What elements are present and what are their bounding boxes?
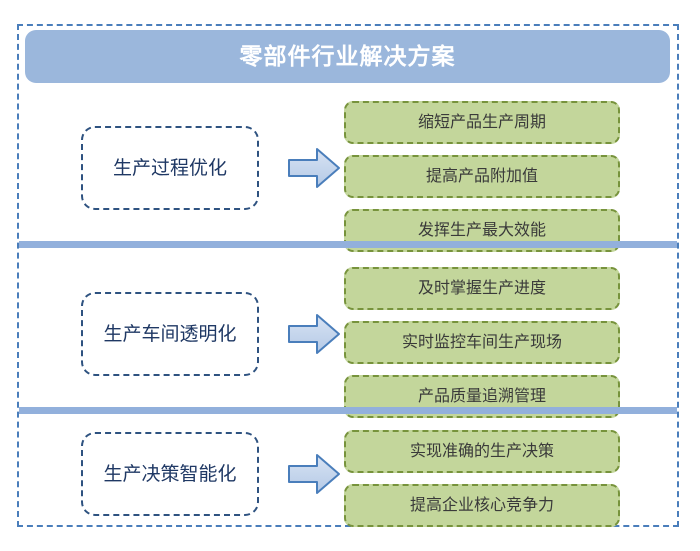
category-label-2: 生产车间透明化 [103, 323, 237, 345]
benefit-label: 提高企业核心竞争力 [409, 496, 554, 514]
category-label-1: 生产过程优化 [112, 157, 227, 179]
arrow-right-icon [287, 312, 341, 356]
benefit-chip[interactable]: 实时监控车间生产现场 [344, 321, 620, 364]
benefit-label: 实时监控车间生产现场 [401, 333, 562, 351]
benefit-list-1: 缩短产品生产周期 提高产品附加值 发挥生产最大效能 [344, 101, 620, 252]
category-box-2[interactable]: 生产车间透明化 [81, 292, 259, 376]
benefit-chip[interactable]: 及时掌握生产进度 [344, 267, 620, 310]
benefit-label: 提高产品附加值 [425, 167, 538, 185]
benefit-chip[interactable]: 提高企业核心竞争力 [344, 484, 620, 527]
benefit-list-2: 及时掌握生产进度 实时监控车间生产现场 产品质量追溯管理 [344, 267, 620, 418]
section-divider-1 [19, 241, 677, 248]
benefit-chip[interactable]: 提高产品附加值 [344, 155, 620, 198]
category-label-3: 生产决策智能化 [103, 463, 237, 485]
arrow-right-icon [287, 452, 341, 496]
category-box-1[interactable]: 生产过程优化 [81, 126, 259, 210]
title-banner: 零部件行业解决方案 [25, 30, 670, 83]
section-divider-2 [19, 407, 677, 414]
benefit-label: 发挥生产最大效能 [417, 221, 546, 239]
benefit-list-3: 实现准确的生产决策 提高企业核心竞争力 [344, 430, 620, 527]
benefit-label: 实现准确的生产决策 [409, 442, 554, 460]
category-box-3[interactable]: 生产决策智能化 [81, 432, 259, 516]
benefit-label: 缩短产品生产周期 [417, 113, 546, 131]
section-row-2: 生产车间透明化 及时掌握生产进度 实时监控车间生产现场 产品 [19, 254, 677, 418]
benefit-chip[interactable]: 缩短产品生产周期 [344, 101, 620, 144]
benefit-chip[interactable]: 实现准确的生产决策 [344, 430, 620, 473]
section-row-1: 生产过程优化 缩短产品生产周期 提高产品附加值 发挥生产最大 [19, 88, 677, 252]
section-row-3: 生产决策智能化 实现准确的生产决策 提高企业核心竞争力 [19, 420, 677, 527]
arrow-right-icon [287, 146, 341, 190]
benefit-label: 产品质量追溯管理 [417, 387, 546, 405]
benefit-label: 及时掌握生产进度 [417, 279, 546, 297]
page-title: 零部件行业解决方案 [239, 43, 456, 69]
